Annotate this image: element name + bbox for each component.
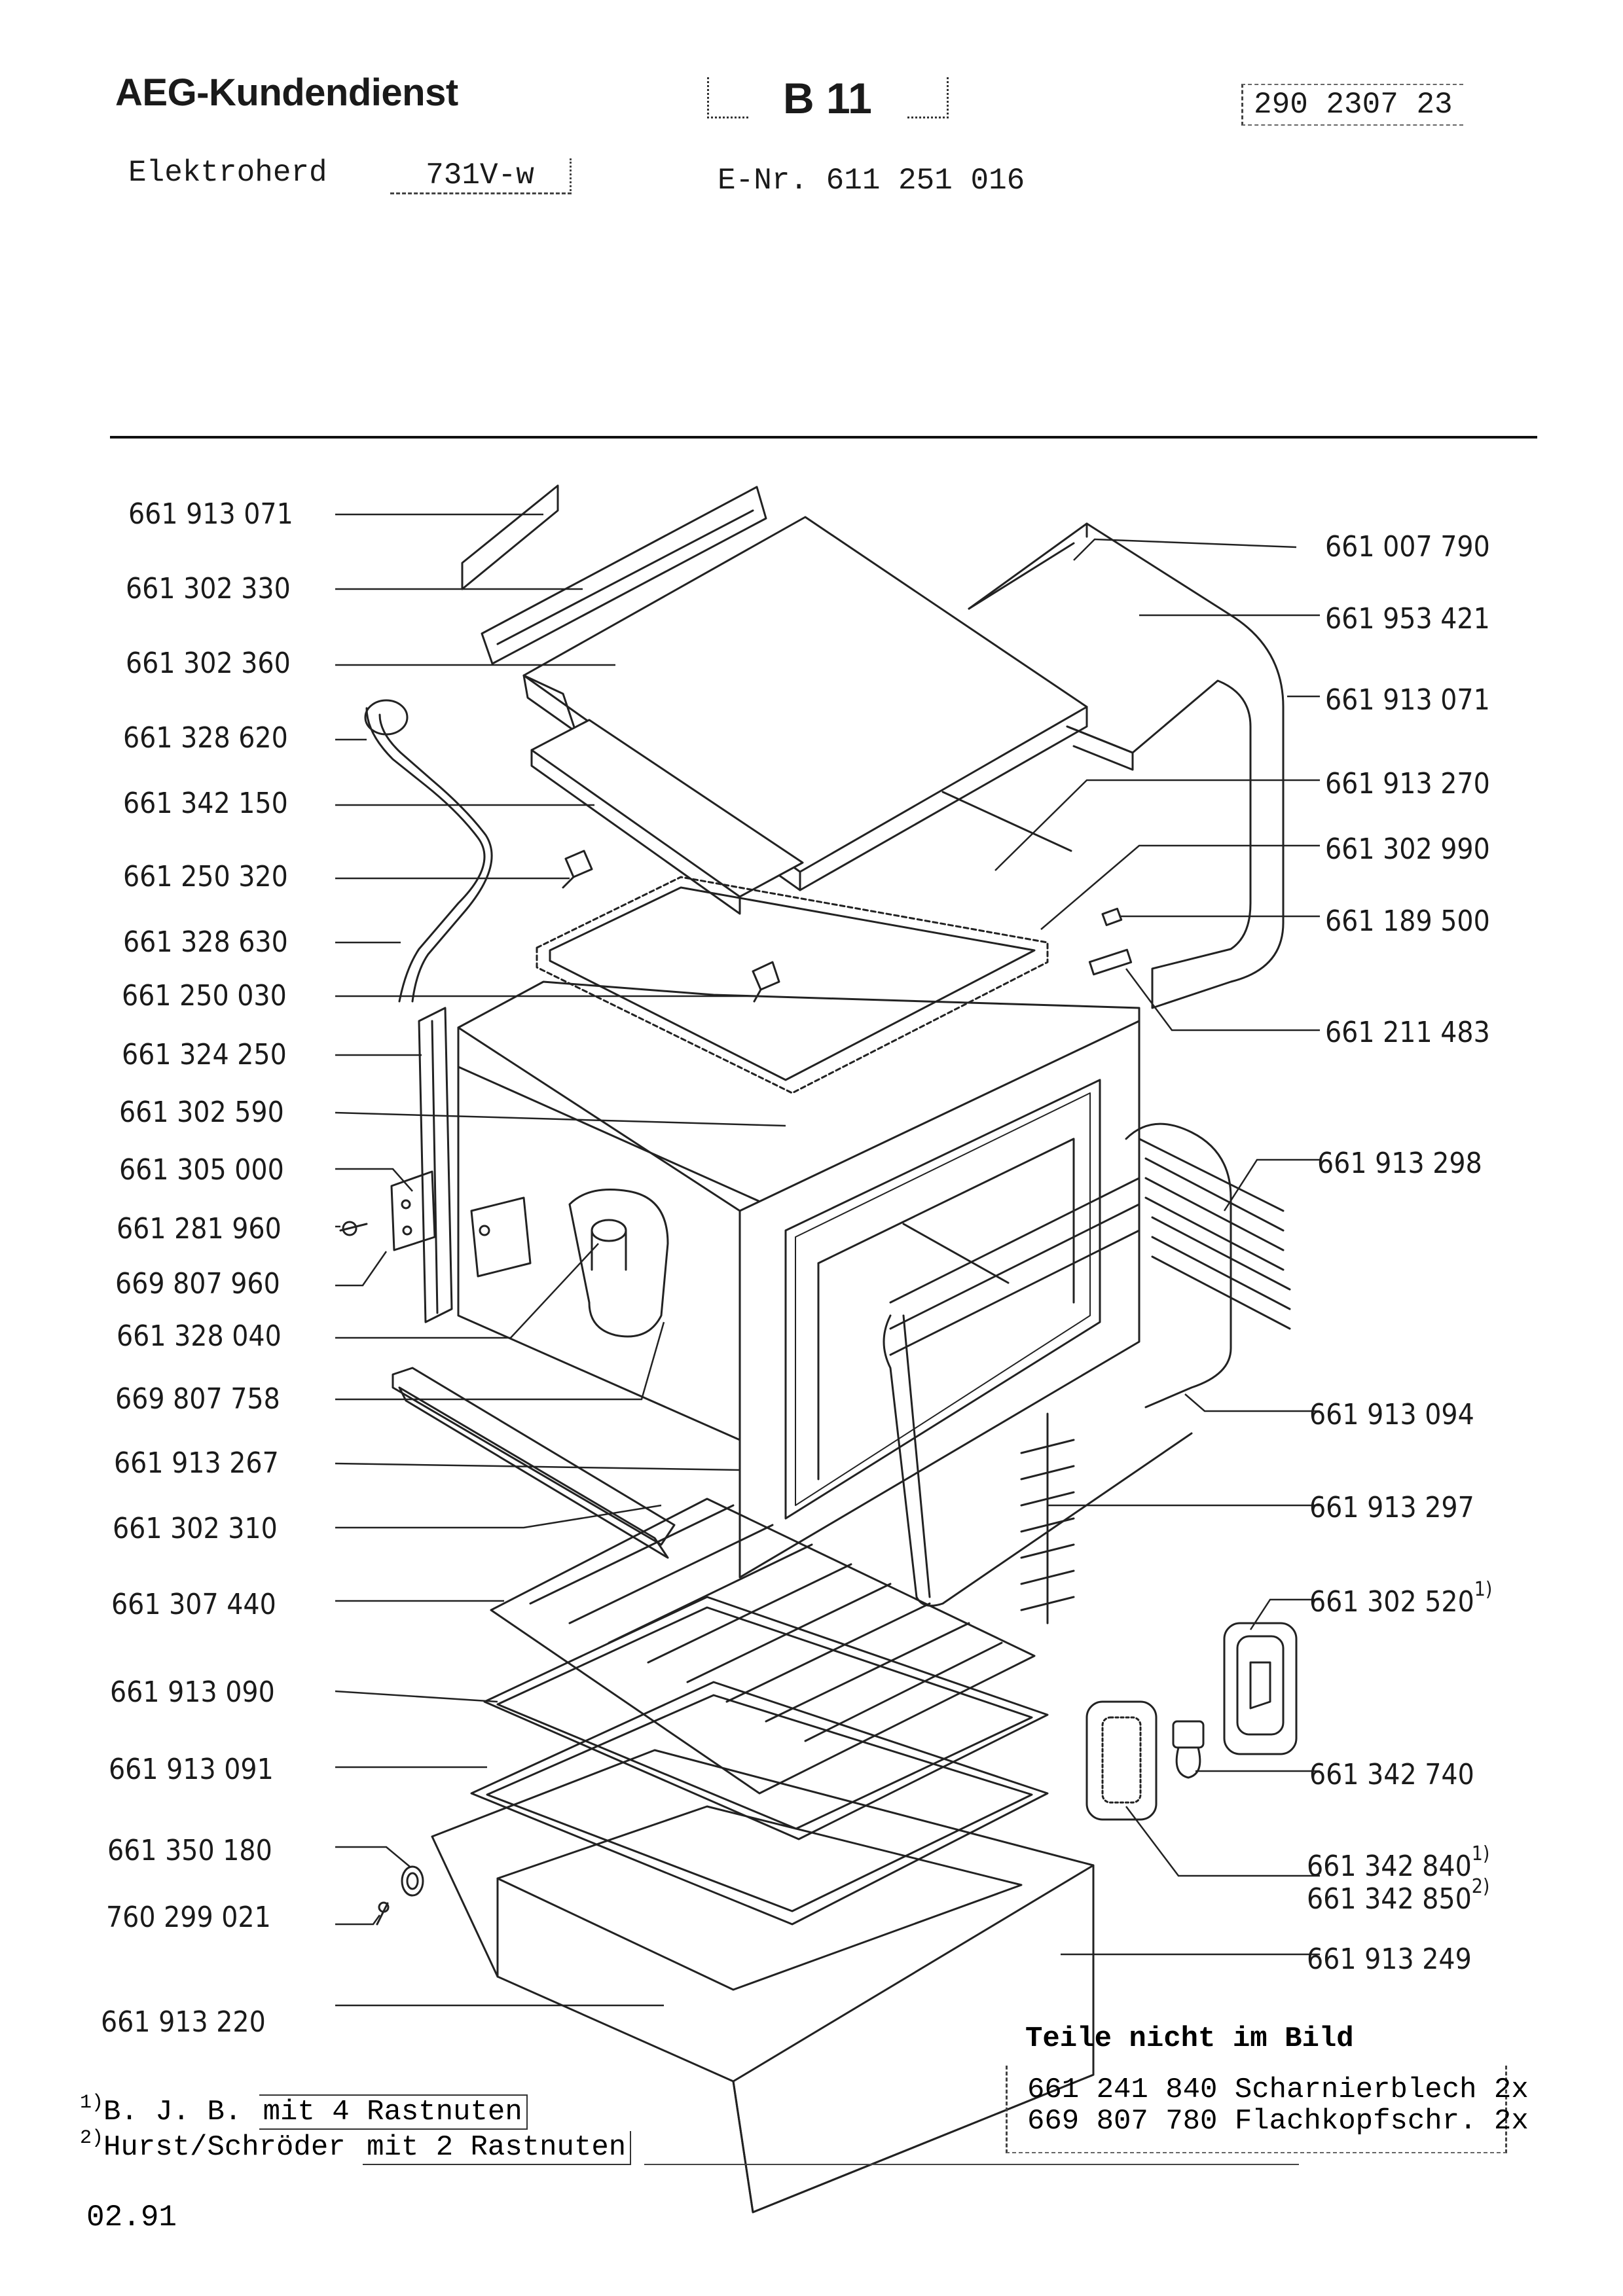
footnote-2: 2)Hurst/Schröder mit 2 Rastnuten	[80, 2127, 632, 2165]
drawer-front	[732, 1864, 1095, 2214]
part-label-left: 661 328 040	[117, 1319, 282, 1353]
footnote-mark: 1)	[80, 2092, 104, 2114]
part-label-right: 661 913 298	[1317, 1147, 1482, 1180]
brand-title: AEG-Kundendienst	[115, 71, 458, 114]
deep-tray	[470, 1681, 1049, 1926]
not-shown-row: 661 241 840 Scharnierblech 2x	[1027, 2073, 1529, 2106]
part-label-right: 661 913 297	[1309, 1491, 1474, 1524]
lamp-glass	[1085, 1700, 1158, 1821]
footnote-detail: mit 2 Rastnuten	[363, 2131, 632, 2165]
part-label-left: 661 302 590	[119, 1096, 284, 1129]
header-divider	[110, 436, 1537, 439]
part-label-left: 661 302 330	[126, 572, 291, 605]
part-label-right: 661 913 071	[1325, 683, 1490, 717]
part-label-left: 661 281 960	[117, 1212, 282, 1246]
part-label-left: 661 913 071	[128, 497, 293, 531]
product-name: Elektroherd	[128, 156, 327, 190]
part-label-left: 661 305 000	[119, 1153, 284, 1187]
revision-date: 02.91	[86, 2200, 177, 2234]
gas-pipe	[365, 707, 486, 1003]
part-label-left: 661 913 091	[109, 1753, 274, 1786]
part-label-right: 661 342 740	[1309, 1758, 1474, 1791]
oven-drawing	[339, 484, 1298, 2214]
part-label-left: 661 324 250	[122, 1038, 287, 1071]
side-rack-rails	[889, 1177, 1140, 1356]
part-label-left: 661 350 180	[107, 1834, 272, 1867]
footnote-1: 1)B. J. B. mit 4 Rastnuten	[80, 2092, 528, 2130]
part-label-left: 661 302 310	[113, 1512, 278, 1545]
top-insulation	[530, 719, 804, 898]
part-label-left: 661 250 030	[122, 979, 287, 1013]
part-label-left: 669 807 758	[115, 1382, 280, 1416]
part-label-right: 661 342 8502)	[1307, 1875, 1490, 1916]
footnote-mark: 2)	[80, 2127, 104, 2149]
sheet-bracket-right	[907, 77, 949, 118]
part-label-left: 661 328 620	[123, 721, 288, 755]
rear-insulation-wrap	[968, 522, 1285, 1009]
side-insulation-left	[461, 484, 559, 590]
part-label-right: 661 953 421	[1325, 602, 1490, 636]
part-label-right: 661 211 483	[1325, 1016, 1490, 1049]
screw-661281960	[339, 1221, 368, 1236]
part-label-left: 661 328 630	[123, 925, 288, 959]
not-shown-title: Teile nicht im Bild	[1025, 2022, 1354, 2055]
footnote-maker: B. J. B.	[103, 2096, 242, 2128]
part-label-left: 669 807 960	[115, 1267, 280, 1300]
part-label-right: 661 007 790	[1325, 530, 1490, 564]
footer-divider	[644, 2164, 1299, 2165]
leader-lines	[335, 513, 1320, 2007]
e-number: E-Nr. 611 251 016	[718, 164, 1025, 198]
pipe-knob	[364, 699, 409, 736]
document-number: 290 2307 23	[1241, 84, 1463, 126]
side-mount-bracket	[418, 1007, 453, 1323]
rubber-foot	[401, 1865, 424, 1897]
part-label-left: 661 250 320	[123, 860, 288, 893]
part-label-right: 661 342 8401)	[1307, 1842, 1490, 1883]
foot-screw	[376, 1901, 390, 1926]
part-label-right: 661 302 990	[1325, 833, 1490, 866]
clip-661250320	[562, 850, 593, 889]
footnote-maker: Hurst/Schröder	[103, 2131, 346, 2164]
part-label-left: 760 299 021	[106, 1901, 271, 1934]
baking-tray	[483, 1596, 1049, 1840]
wire-shelf	[490, 1498, 1036, 1795]
clip-661250030	[752, 961, 780, 1003]
thermostat-housing	[568, 1189, 669, 1338]
part-label-left: 661 913 090	[110, 1676, 275, 1709]
part-label-left: 661 307 440	[111, 1588, 276, 1621]
model-number: 731V-w	[390, 158, 572, 194]
clip-661189500	[1088, 907, 1133, 976]
part-label-right: 661 302 5201)	[1309, 1578, 1493, 1619]
bottom-strip	[392, 1367, 676, 1546]
lamp-bulb	[1172, 1720, 1205, 1779]
footnote-detail: mit 4 Rastnuten	[259, 2094, 528, 2130]
sheet-id: B 11	[783, 74, 872, 122]
oven-cavity-top	[457, 980, 1140, 1206]
sheet-bracket-left	[707, 77, 748, 118]
hinge-plate	[390, 1170, 436, 1251]
part-label-left: 661 913 220	[101, 2005, 266, 2039]
part-label-right: 661 913 270	[1325, 767, 1490, 800]
top-heating-element	[1125, 1122, 1232, 1408]
bottom-heating-element	[883, 1314, 1193, 1607]
part-label-right: 661 189 500	[1325, 905, 1490, 938]
not-shown-box: 661 241 840 Scharnierblech 2x 669 807 78…	[1006, 2066, 1529, 2153]
part-label-right: 661 913 249	[1307, 1943, 1472, 1976]
seal-gasket	[536, 876, 1049, 1094]
oven-cavity-side	[457, 1026, 741, 1441]
part-label-left: 661 913 267	[114, 1446, 279, 1480]
lamp-cover	[1223, 1622, 1298, 1755]
part-label-right: 661 913 094	[1309, 1398, 1474, 1431]
not-shown-row: 669 807 780 Flachkopfschr. 2x	[1027, 2105, 1529, 2138]
part-label-left: 661 342 150	[123, 787, 288, 820]
rear-bracket	[481, 486, 767, 665]
part-label-left: 661 302 360	[126, 647, 291, 680]
oven-front-frame	[739, 1020, 1140, 1579]
oven-door-opening	[784, 1079, 1101, 1520]
